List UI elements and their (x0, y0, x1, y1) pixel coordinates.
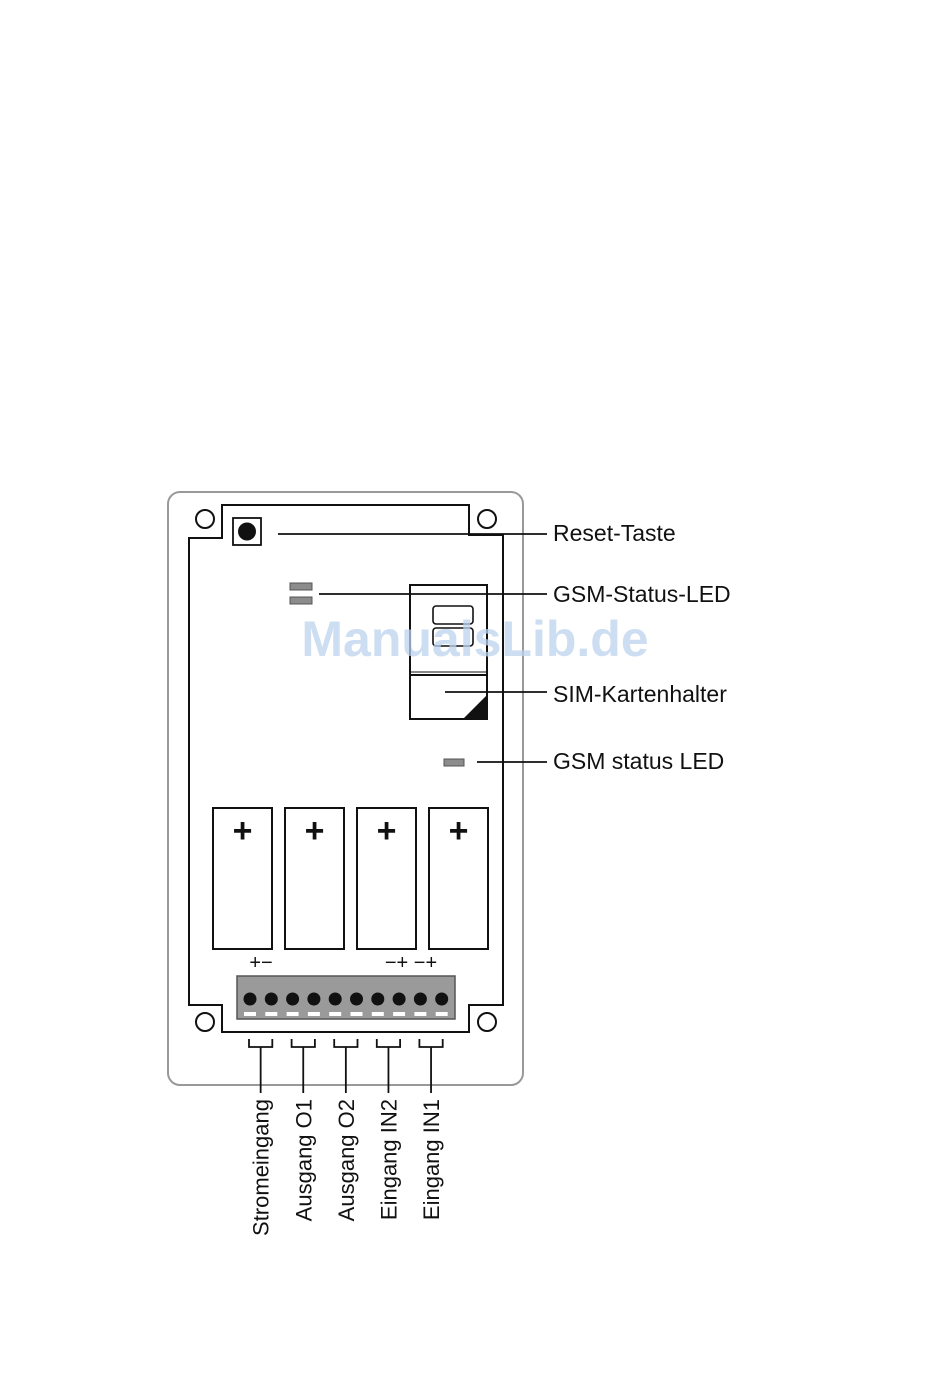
terminal-slot (436, 1012, 448, 1016)
terminal-slot (351, 1012, 363, 1016)
terminal-screw (265, 993, 278, 1006)
terminal-screw (244, 993, 257, 1006)
terminal-label: Ausgang O1 (291, 1099, 316, 1221)
battery-plus-sign: + (233, 812, 253, 850)
terminal-slot (244, 1012, 256, 1016)
mounting-hole-bottom-right (478, 1013, 496, 1031)
terminal-label: Eingang IN1 (419, 1099, 444, 1220)
mounting-hole-top-left (196, 510, 214, 528)
terminal-label: Eingang IN2 (376, 1099, 401, 1220)
watermark: ManualsLib.de (301, 611, 648, 667)
gsm-status-led-label-1: GSM-Status-LED (553, 581, 731, 607)
terminal-screw (350, 993, 363, 1006)
input-polarity-label: −+ −+ (385, 952, 437, 974)
terminal-labels: Stromeingang Ausgang O1 Ausgang O2 Eingang … (249, 1099, 444, 1236)
gsm-status-led-label-2: GSM status LED (553, 748, 724, 774)
power-polarity-label: +− (249, 952, 272, 974)
battery-plus-sign: + (449, 812, 469, 850)
terminal-block (237, 976, 455, 1019)
mounting-hole-bottom-left (196, 1013, 214, 1031)
reset-label: Reset-Taste (553, 520, 676, 546)
gsm-status-led-single (444, 759, 464, 766)
terminal-screw (371, 993, 384, 1006)
terminal-slot (265, 1012, 277, 1016)
terminal-screw (307, 993, 320, 1006)
terminal-screw (329, 993, 342, 1006)
reset-button (233, 518, 261, 545)
terminal-screw (435, 993, 448, 1006)
battery-plus-sign: + (305, 812, 325, 850)
battery-plus-sign: + (377, 812, 397, 850)
terminal-screw (393, 993, 406, 1006)
mounting-hole-top-right (478, 510, 496, 528)
terminal-screw (286, 993, 299, 1006)
terminal-slot (372, 1012, 384, 1016)
terminal-label: Ausgang O2 (334, 1099, 359, 1221)
terminal-screw (414, 993, 427, 1006)
terminal-slot (414, 1012, 426, 1016)
sim-holder-label: SIM-Kartenhalter (553, 681, 727, 707)
terminal-slot (329, 1012, 341, 1016)
terminal-slot (393, 1012, 405, 1016)
terminal-slot (287, 1012, 299, 1016)
terminal-slot (308, 1012, 320, 1016)
terminal-label: Stromeingang (249, 1099, 274, 1236)
